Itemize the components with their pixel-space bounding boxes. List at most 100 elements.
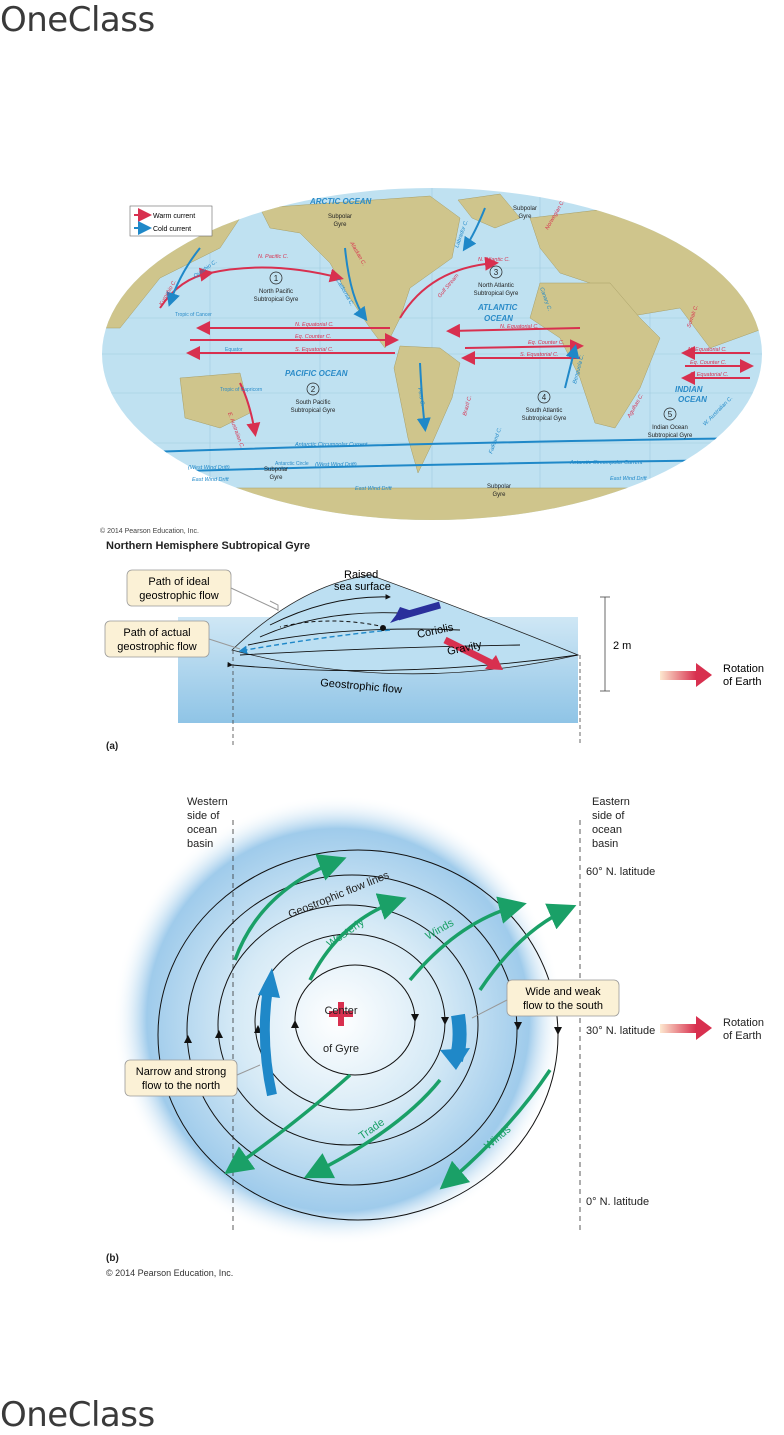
label-acc-1: Antarctic Circumpolar Current — [294, 442, 368, 448]
south-america-land — [393, 345, 461, 474]
subpolar-gyres: Subpolar Gyre Subpolar Gyre Subpolar Gyr… — [264, 206, 537, 498]
africa-land — [529, 282, 661, 429]
label-wwd-2: (West Wind Drift) — [315, 462, 357, 468]
actual-flow-path — [238, 629, 391, 654]
label-brazil: Brazil C. — [462, 395, 473, 417]
legend-warm: Warm current — [153, 213, 195, 220]
brand-text: OneClass — [0, 0, 155, 40]
fig-b-gyre-plan-view: Wide and weak flow to the south Narrow a… — [113, 795, 764, 1245]
label-ewd-2: East Wind Drift — [355, 486, 392, 492]
gyre-2-num: 2 — [311, 385, 316, 394]
ocean-currents-map: Warm current Cold current ARCTIC OCEAN P… — [102, 188, 762, 520]
western-l2: side of — [187, 810, 220, 822]
gravity-arrow — [443, 636, 497, 669]
gyre-4-line2: Subtropical Gyre — [522, 416, 567, 422]
legend-cold: Cold current — [153, 226, 191, 233]
brand-text-bottom: OneClass — [0, 1395, 155, 1435]
lat-60-label: 60° N. latitude — [586, 866, 655, 878]
subpolar-l2-d: Gyre — [492, 492, 506, 498]
center-l2: of Gyre — [323, 1043, 359, 1055]
rotation-a-l1: Rotation — [723, 663, 764, 675]
callout-ideal-l2: geostrophic flow — [139, 590, 219, 602]
greenland-land — [457, 193, 521, 229]
oneclass-logo-bottom: OneClass — [0, 1395, 155, 1435]
fig-a-title: Northern Hemisphere Subtropical Gyre — [106, 540, 311, 552]
australia-land — [179, 372, 251, 429]
callout-narrow-strong: Narrow and strong flow to the north — [124, 1059, 261, 1097]
eastern-l3: ocean — [592, 824, 622, 836]
arctic-ocean-label: ARCTIC OCEAN — [309, 197, 372, 206]
gyre-5-num: 5 — [668, 410, 673, 419]
fig-b-label: (b) — [106, 1253, 119, 1264]
subpolar-l1-d: Subpolar — [487, 484, 511, 490]
antarctica-land — [102, 487, 762, 520]
label-eq-counter-atl: Eq. Counter C. — [528, 340, 564, 346]
north-america-land — [259, 195, 461, 349]
gyre-4-num: 4 — [542, 393, 547, 402]
map-copyright: © 2014 Pearson Education, Inc. — [100, 528, 199, 535]
wide-l1: Wide and weak — [525, 986, 601, 998]
gyre-2-line1: South Pacific — [295, 400, 330, 406]
narrow-strong-flow-arrow — [258, 968, 280, 1097]
ideal-flow-path — [279, 620, 386, 628]
label-s-equatorial-atl: S. Equatorial C. — [520, 352, 559, 358]
gyre-3-line1: North Atlantic — [478, 283, 514, 289]
gyre-2-line2: Subtropical Gyre — [291, 408, 336, 414]
eastern-l4: basin — [592, 838, 618, 850]
oneclass-logo-top: OneClass — [0, 0, 155, 40]
center-l1: Center — [324, 1005, 357, 1017]
eastern-l2: side of — [592, 810, 625, 822]
gyre-4: 4 South Atlantic Subtropical Gyre — [522, 390, 567, 422]
label-ewd-3: East Wind Drift — [610, 476, 647, 482]
fig-a-label: (a) — [106, 741, 119, 752]
label-eq-counter-ind: Eq. Counter C. — [690, 360, 726, 366]
callout-wide-weak: Wide and weak flow to the south — [471, 979, 620, 1019]
fig-b-copyright: © 2014 Pearson Education, Inc. — [106, 1268, 234, 1278]
label-eq-counter-pac: Eq. Counter C. — [295, 334, 331, 340]
gyre-4-line1: South Atlantic — [526, 408, 563, 414]
subpolar-l2-c: Gyre — [269, 475, 283, 481]
gyre-1-line2: Subtropical Gyre — [254, 297, 299, 303]
indian-ocean-label: INDIAN — [675, 385, 703, 394]
narrow-l2: flow to the north — [142, 1080, 220, 1092]
gyre-1: 1 North Pacific Subtropical Gyre — [254, 271, 299, 303]
tropic-cancer-label: Tropic of Cancer — [175, 312, 212, 318]
subpolar-l2-b: Gyre — [518, 214, 532, 220]
subpolar-l2-a: Gyre — [333, 222, 347, 228]
lat-30-label: 30° N. latitude — [586, 1025, 655, 1037]
callout-actual-l1: Path of actual — [123, 627, 190, 639]
western-l4: basin — [187, 838, 213, 850]
raised-label-2: sea surface — [334, 581, 391, 593]
center-cross-icon — [329, 1002, 353, 1026]
callout-actual-flow: Path of actual geostrophic flow — [104, 620, 241, 658]
atlantic-ocean-label: ATLANTIC — [477, 303, 518, 312]
western-l3: ocean — [187, 824, 217, 836]
gyre-3: 3 North Atlantic Subtropical Gyre — [474, 265, 519, 297]
gyre-5-line2: Subtropical Gyre — [648, 433, 693, 439]
gyre-5: 5 Indian Ocean Subtropical Gyre — [648, 407, 693, 439]
label-n-equatorial-pac: N. Equatorial C. — [295, 322, 334, 328]
label-acc-2: Antarctic Circumpolar Current — [569, 460, 643, 466]
label-s-equatorial-pac: S. Equatorial C. — [295, 347, 334, 353]
callout-ideal-l1: Path of ideal — [148, 576, 209, 588]
raised-label-1: Raised — [344, 569, 378, 581]
label-n-atlantic: N. Atlantic C. — [478, 257, 510, 263]
rotation-arrow-b — [660, 1016, 712, 1040]
rotation-arrow-a — [660, 663, 712, 687]
atlantic-ocean-label-2: OCEAN — [484, 314, 513, 323]
western-l1: Western — [187, 796, 228, 808]
lat-0-label: 0° N. latitude — [586, 1196, 649, 1208]
wide-weak-flow-arrow — [440, 1013, 470, 1070]
subpolar-l1-c: Subpolar — [264, 467, 288, 473]
subpolar-l1-a: Subpolar — [328, 214, 352, 220]
indian-ocean-label-2: OCEAN — [678, 395, 707, 404]
gyre-5-line1: Indian Ocean — [652, 425, 688, 431]
equator-label: Equator — [225, 347, 243, 353]
label-n-pacific: N. Pacific C. — [258, 254, 288, 260]
antarctic-circle-label: Antarctic Circle — [275, 461, 309, 467]
callout-actual-l2: geostrophic flow — [117, 641, 197, 653]
fig-a-sea-surface-diagram: Path of ideal geostrophic flow Path of a… — [104, 569, 764, 745]
tropic-capricorn-label: Tropic of Capricorn — [220, 387, 263, 393]
map-legend: Warm current Cold current — [129, 205, 213, 237]
callout-ideal-flow: Path of ideal geostrophic flow — [126, 569, 279, 611]
